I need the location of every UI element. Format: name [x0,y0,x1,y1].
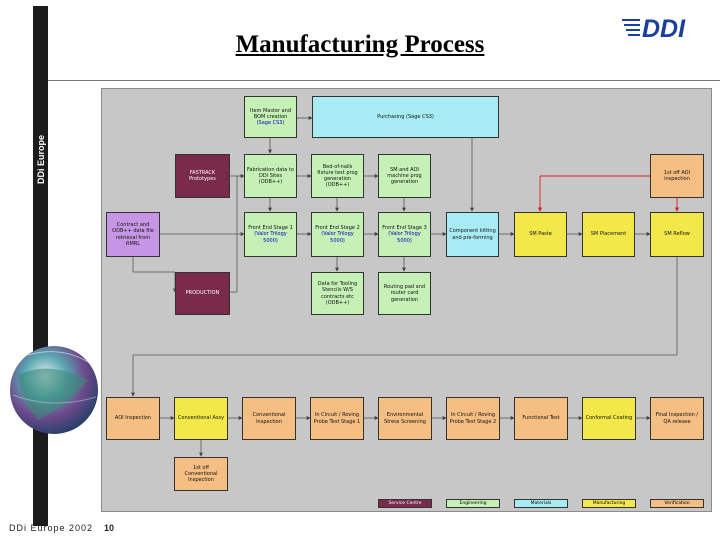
node-sm-reflow: SM Reflow [650,212,704,257]
node-front-end-1-text: Front End Stage 1 [248,225,293,232]
node-final-inspection: Final Inspection / QA release [650,397,704,440]
node-conventional-assy: Conventional Assy [174,397,228,440]
node-production-text: PRODUCTION [185,290,220,297]
node-contract-text: Contract and ODB++ data file retrieval f… [112,222,154,247]
node-front-end-1: Front End Stage 1(Valor Trilogy 5000) [244,212,297,257]
legend-verification: Verification [650,499,704,508]
node-first-aoi-text: 1st off AOI inspection [663,169,691,182]
node-conformal-coating-text: Conformal Coating [585,415,633,422]
node-purchasing: Purchasing (Sage CS3) [312,96,499,138]
node-first-conventional-inspection: 1st off Conventional Inspection [174,457,228,491]
node-kitting: Component kitting and pre-forming [446,212,499,257]
node-routing-text: Routing pad and router card generation [383,284,426,303]
node-ict-stage-1: In Circuit / Roving Probe Test Stage 1 [310,397,364,440]
globe-graphic [10,346,98,434]
node-routing: Routing pad and router card generation [378,272,431,315]
ddi-logo: DDI [622,15,686,42]
brand-vertical-text: DDi Europe [36,135,46,184]
node-front-end-2: Front End Stage 2(Valor Trilogy 5000) [311,212,364,257]
node-sm-paste: SM Paste [514,212,567,257]
node-ict-stage-2-text: In Circuit / Roving Probe Test Stage 2 [449,412,497,425]
node-fixture-prog: Bed-of-nails fixture test prog generatio… [311,154,364,198]
node-fastrack: FASTRACK Prototypes [175,154,230,198]
logo-text: DDI [642,15,686,42]
node-aoi-inspection-text: AOI Inspection [114,415,152,422]
node-ict-stage-1-text: In Circuit / Roving Probe Test Stage 1 [313,412,361,425]
node-functional-test-text: Functional Test [522,415,560,422]
node-fixture-prog-text: Bed-of-nails fixture test prog generatio… [317,163,358,189]
legend-materials: Materials [514,499,568,508]
node-front-end-1-system: (Valor Trilogy 5000) [254,231,287,244]
node-fabrication-data-text: Fabrication data to DDi Sites (ODB++) [247,166,294,186]
legend-verification-label: Verification [664,501,690,506]
node-fastrack-text: FASTRACK Prototypes [189,169,216,182]
node-conformal-coating: Conformal Coating [582,397,636,440]
page-number: 10 [104,523,115,533]
node-aoi-inspection: AOI Inspection [106,397,160,440]
node-item-master: Item Master and BOM creation(Sage CS3) [244,96,297,138]
node-front-end-3-system: (Valor Trilogy 5000) [388,231,421,244]
node-ess-text: Environmental Stress Screening [384,412,426,425]
legend-manufacturing-label: Manufacturing [592,501,626,506]
node-front-end-2-system: (Valor Trilogy 5000) [321,231,354,244]
node-conventional-assy-text: Conventional Assy [177,415,225,422]
node-production: PRODUCTION [175,272,230,315]
legend-engineering-label: Engineering [459,501,487,506]
node-sm-placement-text: SM Placement [590,231,627,238]
node-ess: Environmental Stress Screening [378,397,432,440]
footer-left-text: DDi Europe 2002 [9,523,94,533]
node-item-master-text: Item Master and BOM creation [249,107,292,120]
node-smt-aoi-prog: SM and AOI machine prog generation [378,154,431,198]
node-conventional-inspection: Conventional Inspection [242,397,296,440]
legend-service-centre-label: Service Centre [388,501,422,506]
node-sm-paste-text: SM Paste [529,231,552,238]
node-front-end-3: Front End Stage 3(Valor Trilogy 5000) [378,212,431,257]
node-sm-reflow-text: SM Reflow [664,231,690,238]
brand-vertical: DDi Europe [36,135,46,184]
node-front-end-2-text: Front End Stage 2 [315,225,360,232]
node-kitting-text: Component kitting and pre-forming [449,228,496,241]
node-front-end-3-text: Front End Stage 3 [382,225,427,232]
header-rule [48,80,720,81]
legend-service-centre: Service Centre [378,499,432,508]
node-functional-test: Functional Test [514,397,568,440]
legend-manufacturing: Manufacturing [582,499,636,508]
node-stencil-data: Data for Tooling Stencils W/S contracts … [311,272,364,315]
node-first-aoi: 1st off AOI inspection [650,154,704,198]
page-title: Manufacturing Process [235,31,485,58]
node-sm-placement: SM Placement [582,212,635,257]
node-smt-aoi-prog-text: SM and AOI machine prog generation [387,166,422,186]
legend-materials-label: Materials [530,501,552,506]
node-fabrication-data: Fabrication data to DDi Sites (ODB++) [244,154,297,198]
node-ict-stage-2: In Circuit / Roving Probe Test Stage 2 [446,397,500,440]
legend-engineering: Engineering [446,499,500,508]
node-first-conventional-inspection-text: 1st off Conventional Inspection [184,464,218,484]
node-contract: Contract and ODB++ data file retrieval f… [106,212,160,257]
node-stencil-data-text: Data for Tooling Stencils W/S contracts … [317,281,358,306]
node-item-master-system: (Sage CS3) [256,120,285,127]
node-final-inspection-text: Final Inspection / QA release [655,412,699,425]
node-conventional-inspection-text: Conventional Inspection [252,412,286,425]
node-purchasing-text: Purchasing (Sage CS3) [377,113,434,120]
